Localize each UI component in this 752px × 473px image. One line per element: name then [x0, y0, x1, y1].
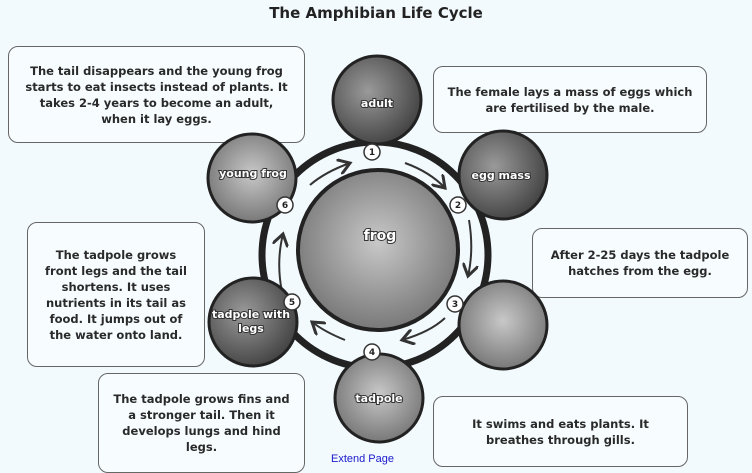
stage-egg-mass: egg mass 2: [449, 129, 549, 221]
stage-tadpole: tadpole 4: [333, 343, 425, 444]
page-title: The Amphibian Life Cycle: [269, 4, 483, 22]
stage-number: 3: [452, 300, 458, 310]
description-egg-mass: The female lays a mass of eggs which are…: [433, 66, 707, 133]
hatchlings-photo: [457, 279, 549, 371]
stage-young-frog: young frog 6: [206, 132, 298, 224]
cycle-arrows: [279, 163, 471, 340]
stage-hatchlings: 3: [446, 279, 549, 371]
description-adult: The tail disappears and the young frog s…: [8, 46, 305, 143]
stage-label: adult: [361, 97, 393, 110]
stage-tadpole-with-legs: tadpole with legs 5: [207, 276, 301, 368]
center-label: frog: [364, 228, 397, 244]
stage-number: 1: [369, 148, 375, 158]
young-frog-photo: [206, 132, 298, 224]
stage-adult: adult 1: [331, 54, 423, 161]
stage-number: 5: [289, 298, 295, 308]
tadpole-with-legs-photo: [207, 276, 299, 368]
stage-label: young frog: [219, 167, 287, 180]
stage-label: tadpole: [355, 392, 402, 405]
stage-number: 6: [282, 201, 288, 211]
stage-number: 2: [455, 201, 461, 211]
egg-mass-photo: [457, 129, 549, 221]
description-fins: The tadpole grows fins and a stronger ta…: [98, 373, 305, 473]
stage-label: tadpole with: [212, 308, 290, 321]
stage-label-line2: legs: [238, 322, 264, 335]
description-hatch: After 2-25 days the tadpole hatches from…: [532, 228, 748, 298]
description-legs: The tadpole grows front legs and the tai…: [27, 222, 205, 367]
extend-page-link[interactable]: Extend Page: [331, 453, 394, 465]
description-tadpole: It swims and eats plants. It breathes th…: [433, 396, 688, 467]
adult-photo: [331, 54, 423, 146]
stage-label: egg mass: [471, 169, 530, 182]
stage-number: 4: [369, 348, 375, 358]
frog-photo: [296, 168, 460, 332]
